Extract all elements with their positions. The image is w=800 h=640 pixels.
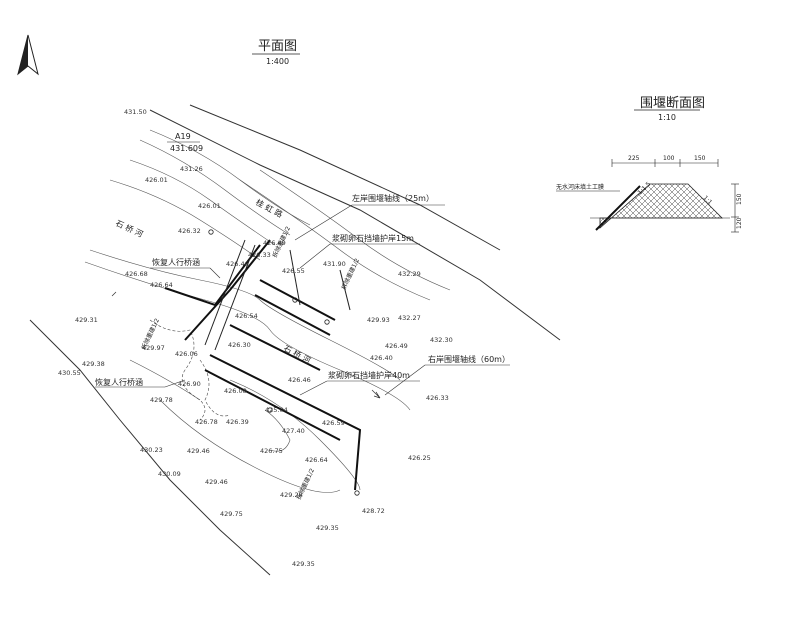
terrain-edge [29,319,271,576]
elevation-point: 426.01 [145,176,168,184]
elevation-point: 426.01 [198,202,221,210]
section-fill-label: 无水河床填土工膜 [556,183,604,191]
elevation-point: 429.97 [142,344,165,352]
elevation-point: 426.46 [226,260,249,268]
section-scale: 1:10 [658,113,676,122]
elevation-point: 426.25 [408,454,431,462]
elevation-point: 429.38 [82,360,105,368]
elevation-point: 426.06 [175,350,198,358]
elevation-point: 430.23 [140,446,163,454]
elevation-point: 427.40 [282,427,305,435]
elevation-point: 426.64 [150,281,173,289]
elevation-point: 426.32 [178,227,201,235]
north-arrow-icon [17,34,39,76]
elevation-points: 431.50 431.26 426.01 426.01 426.32 426.4… [58,108,453,568]
masonry-wall-15-label: 浆砌卵石挡墙护岸15m [332,233,414,243]
elevation-point: 432.27 [398,314,421,322]
elevation-point: 429.31 [75,316,98,324]
elevation-point: 431.26 [180,165,203,173]
river-label-upper: 石 桥 河 [114,218,145,239]
walkway-label-1: 恢复人行桥涵 [152,257,200,267]
elevation-point: 426.64 [305,456,328,464]
plan-title: 平面图 [258,39,297,54]
elevation-point: 426.39 [226,418,249,426]
culvert-outline [149,319,231,421]
section-dim-right-1: 150 [736,193,743,205]
elevation-point: 425.04 [265,406,288,414]
elevation-point: 429.46 [187,447,210,455]
elevation-point: 429.75 [220,510,243,518]
pier-circles [208,229,360,496]
elevation-point: 426.78 [195,418,218,426]
elevation-point: 426.90 [178,380,201,388]
elevation-point: 429.35 [292,560,315,568]
section-dim-top-3: 150 [694,155,706,162]
river-label-lower: 石 桥 河 [282,343,312,365]
elevation-point: 429.35 [316,524,339,532]
right-cofferdam-label: 右岸围堰轴线（60m） [428,354,510,364]
section-title: 围堰断面图 [640,96,705,111]
elevation-point: 432.29 [398,270,421,278]
elevation-point: 426.40 [370,354,393,362]
section-dim-top-1: 225 [628,155,640,162]
elevation-point: 429.93 [367,316,390,324]
elevation-point: 426.33 [426,394,449,402]
elevation-point: 426.59 [322,419,345,427]
flow-arrows [111,291,381,399]
elevation-point: 426.08 [224,387,247,395]
elevation-point: 426.54 [235,312,258,320]
elevation-point: 426.33 [248,251,271,259]
elevation-point: 426.30 [228,341,251,349]
section-dim-top-2: 100 [663,155,675,162]
elevation-point: 429.78 [150,396,173,404]
cofferdam-lines [164,239,362,491]
elevation-point: 426.75 [260,447,283,455]
river-contours [84,129,451,493]
elevation-point: 426.55 [282,267,305,275]
elevation-point: 430.09 [158,470,181,478]
elevation-point: 426.49 [385,342,408,350]
elevation-point: 426.68 [125,270,148,278]
a19-station: A19 [175,132,191,141]
section-dim-right-2: 120 [736,217,743,229]
elevation-point: 431.50 [124,108,147,116]
elevation-point: 429.46 [205,478,228,486]
leader-lines [95,204,510,396]
elevation-point: 426.46 [288,376,311,384]
section-drawing: 225 100 150 150 120 1:1.5 1:1 无水河床填土工膜 [556,155,743,233]
walkway-label-2: 恢复人行桥涵 [95,377,143,387]
elevation-point: 431.90 [323,260,346,268]
pier-lines [204,239,351,351]
elevation-point: 432.30 [430,336,453,344]
elevation-point: 430.55 [58,369,81,377]
elevation-point: 429.28 [280,491,303,499]
a19-elevation: 431.609 [170,144,203,153]
left-cofferdam-label: 左岸围堰轴线（25m） [352,193,434,203]
plan-scale: 1:400 [266,57,289,66]
masonry-wall-40-label: 浆砌卵石挡墙护岸40m [328,370,410,380]
road-edges [149,104,561,341]
elevation-point: 426.49 [263,239,286,247]
section-slope-right: 1:1 [702,194,714,206]
road-label: 桂 虹 路 [254,197,284,219]
elevation-point: 428.72 [362,507,385,515]
